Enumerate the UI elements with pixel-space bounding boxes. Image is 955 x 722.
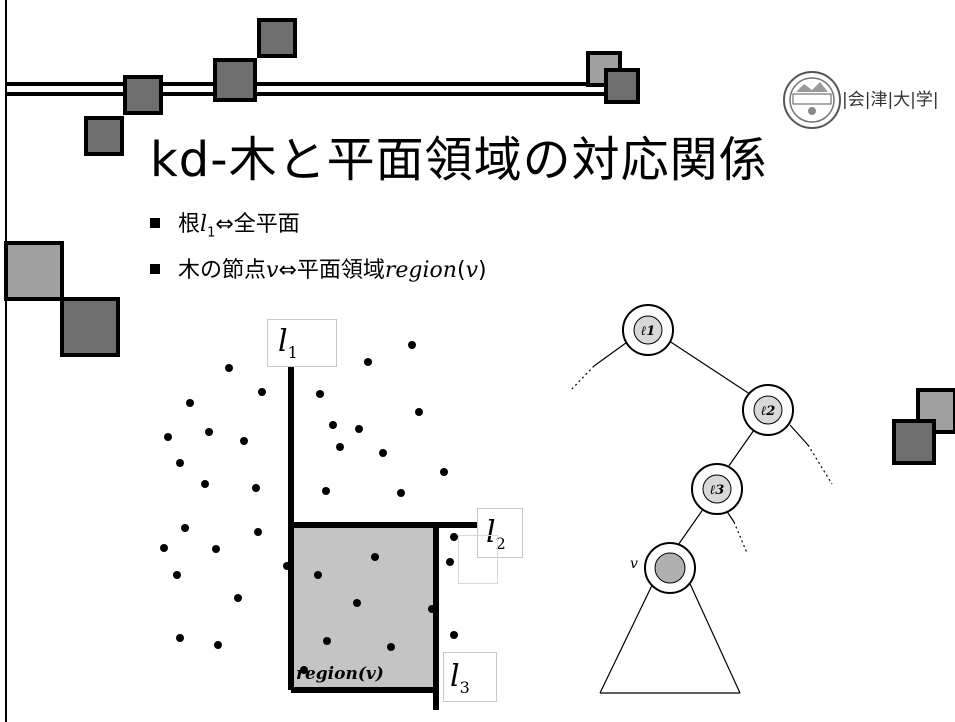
split-lines: [288, 366, 477, 710]
label-l2-shadow: [458, 535, 498, 584]
decorative-squares-top: [84, 18, 640, 156]
region-v-area: [293, 527, 434, 690]
decorative-squares-right: [892, 388, 955, 465]
bullet-root: 根l1⇔全平面: [150, 206, 300, 240]
bullet-node: 木の節点v⇔平面領域region(v): [150, 252, 487, 284]
bullet-marker: [150, 218, 160, 228]
label-l1: l1: [267, 319, 337, 367]
tree-node-l1-label: ℓ1: [641, 324, 656, 339]
tree-node-l2-label: ℓ2: [761, 404, 776, 419]
tree-node-v: [644, 542, 696, 594]
tree-node-l3-label: ℓ3: [710, 483, 725, 498]
tree-node-l1: [622, 304, 674, 356]
label-l2: l2: [477, 508, 523, 558]
decorative-squares-left: [4, 241, 120, 357]
tree-node-l3: [691, 463, 743, 515]
kd-tree: ℓ1 ℓ2 ℓ3: [569, 304, 833, 694]
label-region-v: region(v): [296, 664, 384, 684]
university-name: |会|津|大|学|: [842, 90, 939, 110]
slide-title: kd-木と平面領域の対応関係: [150, 132, 768, 188]
university-seal-icon: [783, 71, 841, 129]
label-node-v: v: [630, 556, 638, 572]
label-l3: l3: [443, 652, 497, 702]
bullet-marker: [150, 264, 160, 274]
point-set: [160, 341, 458, 674]
tree-node-l2: [742, 384, 794, 436]
